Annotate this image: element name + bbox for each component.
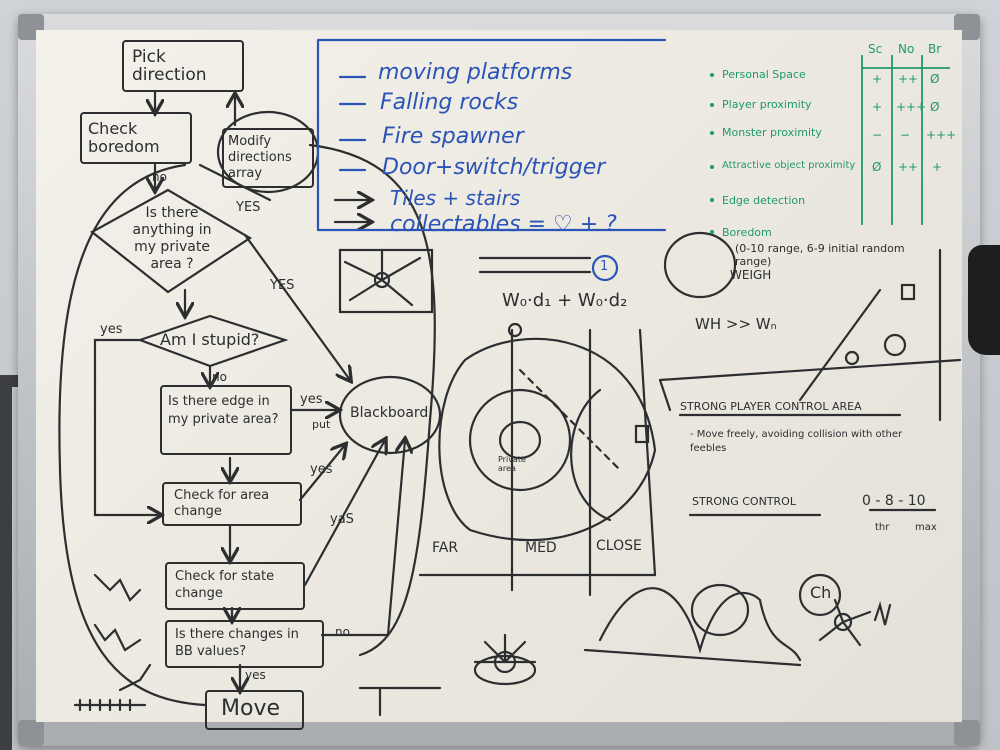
table-cell: +	[872, 72, 883, 86]
frame-corner	[18, 720, 44, 746]
todo-item: collectables = ♡ + ?	[390, 212, 617, 237]
table-cell: +++	[926, 128, 957, 142]
label-yes-caps-2: YES	[270, 278, 295, 293]
bb-changes-label: Is there changes in BB values?	[175, 627, 299, 659]
table-header-no: No	[898, 42, 915, 56]
table-cell: +	[872, 100, 883, 114]
table-row-label: Monster proximity	[722, 126, 822, 139]
pick-direction-box: Pick direction	[122, 40, 244, 92]
table-cell: Ø	[930, 100, 940, 114]
check-area-change-box: Check for area change	[162, 482, 302, 526]
label-no-3: no	[335, 625, 350, 639]
todo-item: Door+switch/trigger	[382, 155, 606, 180]
table-cell: Ø	[930, 72, 940, 86]
table-cell: +++	[896, 100, 927, 114]
check-area-change-label: Check for area change	[174, 488, 270, 519]
todo-item: Fire spawner	[382, 124, 524, 149]
stupid-question: Am I stupid?	[160, 330, 260, 349]
glove	[968, 245, 1000, 355]
edge-question-label: Is there edge in my private area?	[168, 394, 279, 427]
todo-item: Falling rocks	[380, 90, 519, 115]
move-label: Move	[221, 696, 280, 721]
modify-directions-label: Modify directions array	[228, 134, 292, 181]
todo-item: Tiles + stairs	[390, 186, 521, 210]
table-cell: −	[900, 128, 911, 142]
num-one: 1	[600, 259, 609, 274]
label-yes-3: yes	[310, 462, 333, 477]
range-note: (0-10 range, 6-9 initial random range)	[735, 242, 905, 268]
close-label: CLOSE	[596, 538, 642, 554]
private-area-question: Is there anything in my private area ?	[132, 205, 212, 272]
table-row-label: Boredom	[722, 226, 772, 239]
thr-label: thr	[875, 522, 890, 533]
label-yes-1: yes	[100, 322, 123, 337]
table-header-br: Br	[928, 42, 942, 56]
private-area-label: Private area	[498, 455, 526, 473]
label-no-1: no	[152, 170, 167, 184]
table-row-label: Player proximity	[722, 98, 812, 111]
wh-ww: WH >> Wₙ	[695, 315, 777, 333]
max-label: max	[915, 522, 937, 533]
strong-area-heading: STRONG PLAYER CONTROL AREA	[680, 400, 862, 413]
edge-question-box: Is there edge in my private area?	[160, 385, 292, 455]
pick-direction-label: Pick direction	[132, 47, 207, 85]
move-freely-note: - Move freely, avoiding collision with o…	[690, 429, 903, 454]
strong-control-heading: STRONG CONTROL	[692, 495, 796, 508]
label-no-2: no	[212, 370, 227, 384]
far-label: FAR	[432, 540, 459, 556]
formula: W₀·d₁ + W₀·d₂	[502, 290, 628, 311]
table-cell: ++	[898, 160, 919, 174]
blackboard-label: Blackboard	[350, 405, 429, 421]
move-box: Move	[205, 690, 304, 730]
frame-corner	[954, 720, 980, 746]
weigh-label: WEIGH	[730, 268, 772, 282]
table-cell: ++	[898, 72, 919, 86]
label-yes-caps-1: YES	[236, 200, 261, 215]
check-state-change-label: Check for state change	[175, 569, 275, 601]
check-boredom-box: Check boredom	[80, 112, 192, 164]
modify-directions-box: Modify directions array	[222, 128, 314, 188]
label-yas: yaS	[330, 512, 354, 527]
table-row-label: Attractive object proximity	[722, 160, 856, 171]
check-boredom-label: Check boredom	[88, 119, 160, 156]
check-state-change-box: Check for state change	[165, 562, 305, 610]
label-yes-2: yes	[300, 392, 323, 407]
med-label: MED	[525, 540, 557, 556]
bb-changes-box: Is there changes in BB values?	[165, 620, 324, 668]
label-yes-4: yes	[245, 668, 266, 682]
table-cell: Ø	[872, 160, 882, 174]
table-cell: −	[872, 128, 883, 142]
table-cell: +	[932, 160, 943, 174]
stand-leg	[0, 380, 12, 750]
table-header-sc: Sc	[868, 42, 883, 56]
label-put: put	[312, 418, 331, 431]
table-row-label: Edge detection	[722, 194, 806, 207]
table-row-label: Personal Space	[722, 68, 806, 81]
scale-label: 0 - 8 - 10	[862, 493, 926, 509]
todo-item: moving platforms	[378, 60, 573, 85]
ch-label: Ch	[810, 583, 832, 602]
